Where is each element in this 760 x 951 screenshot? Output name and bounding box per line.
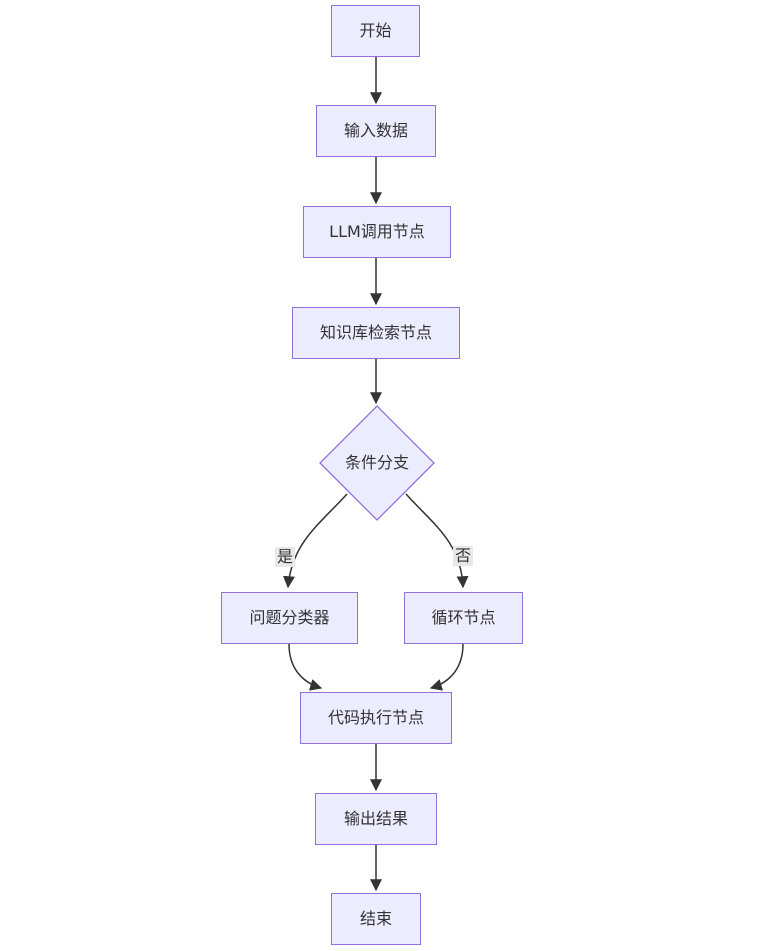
node-llm: LLM调用节点: [303, 206, 451, 258]
node-condition-shape: [319, 405, 435, 521]
node-classifier: 问题分类器: [221, 592, 358, 644]
edge-condition-to-classifier: [282, 493, 348, 589]
node-output: 输出结果: [315, 793, 437, 845]
node-input: 输入数据: [316, 105, 436, 157]
node-code: 代码执行节点: [300, 692, 452, 744]
node-condition-label: 条件分支: [344, 453, 409, 473]
node-loop: 循环节点: [404, 592, 523, 644]
node-kb: 知识库检索节点: [292, 307, 460, 359]
node-start: 开始: [331, 5, 420, 57]
edge-loop-to-code: [429, 643, 464, 691]
node-end: 结束: [331, 893, 421, 945]
edge-classifier-to-code: [288, 643, 323, 691]
edge-label-no: 否: [452, 546, 474, 566]
edge-condition-to-loop: [405, 493, 469, 589]
edge-label-yes: 是: [274, 547, 296, 567]
